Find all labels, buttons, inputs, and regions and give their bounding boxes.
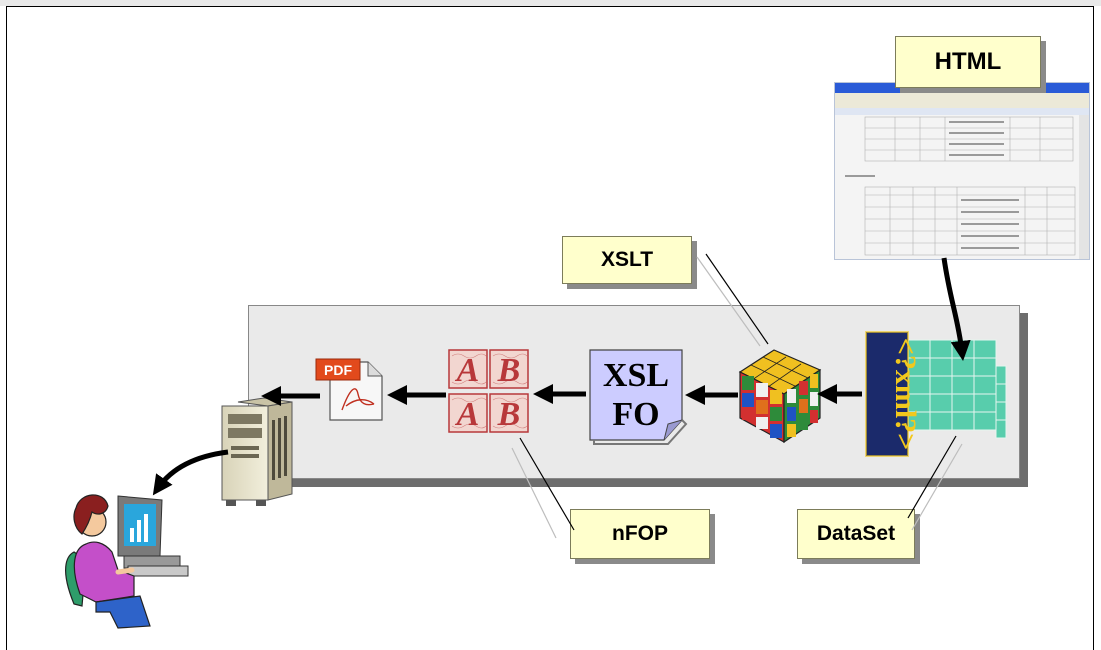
slide-frame [6,6,1094,650]
browser-window-icon [835,83,1089,259]
xsl-fo-document-icon: XSL FO [589,349,688,445]
letter-a-bottom: A [455,396,480,433]
pipeline-arrows [152,257,971,496]
letter-a-top: A [455,352,480,389]
xslt-cube-icon [738,349,822,444]
callout-pointers [511,253,963,539]
nfop-label: nFOP [570,509,710,559]
top-strip [0,0,1101,6]
pdf-icon: PDF [315,358,383,421]
arrow-html-to-dataset [941,257,971,361]
server-icon [221,397,293,506]
xml-banner-text: <?xml?> [889,338,922,451]
xml-icon: <?xml?> [865,331,922,457]
xsl-text: XSL [603,357,669,394]
user-at-computer-icon [65,494,189,629]
xslt-label: XSLT [562,236,692,284]
letter-b-top: B [497,352,521,389]
pdf-badge-text: PDF [324,362,352,378]
letter-b-bottom: B [497,396,521,433]
html-label: HTML [895,36,1041,88]
arrow-server-to-user [152,449,229,496]
font-letters-icon: A B A B [448,349,529,433]
fo-text: FO [612,396,659,433]
dataset-label: DataSet [797,509,915,559]
html-output-thumbnail [834,82,1090,260]
